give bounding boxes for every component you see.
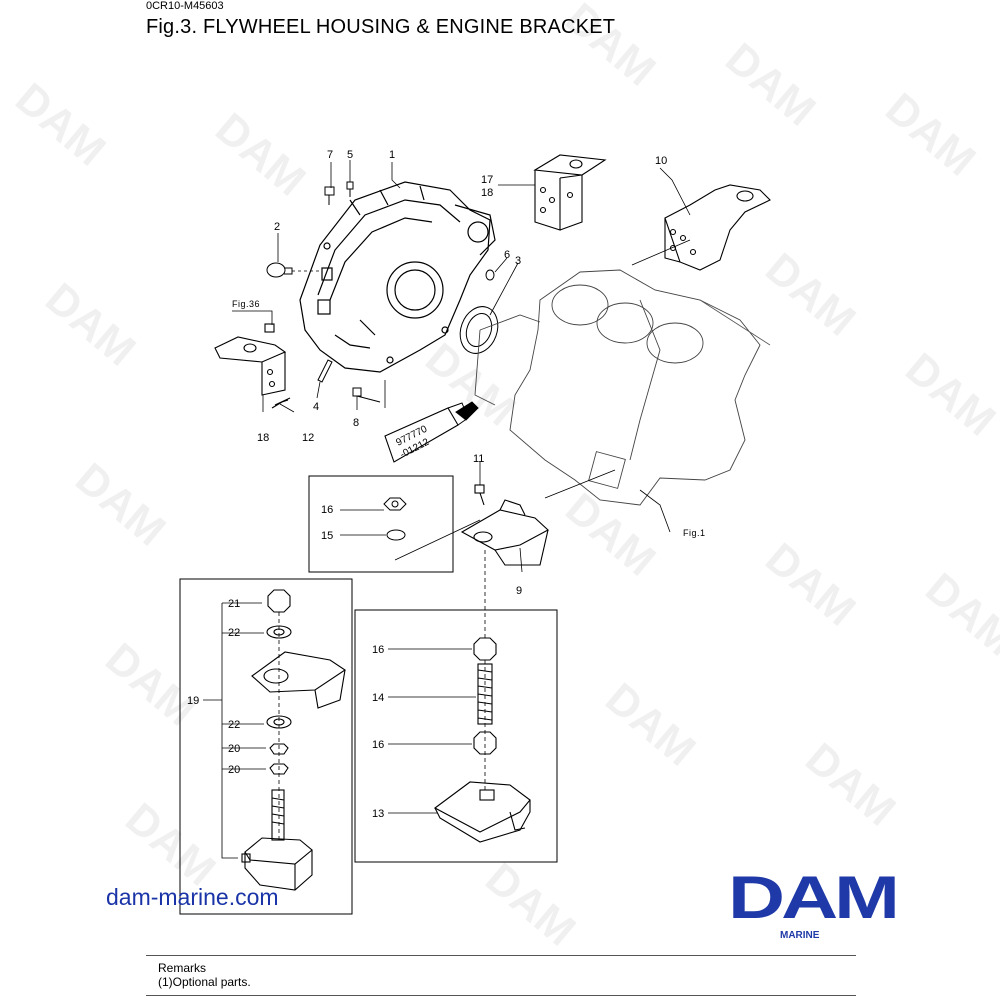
engine-bracket-right xyxy=(664,184,771,271)
callout-19: 19 xyxy=(187,695,199,707)
mount-assembly-parts xyxy=(241,589,346,891)
callout-12: 12 xyxy=(302,432,314,444)
flywheel-housing xyxy=(299,181,496,373)
callout-2: 2 xyxy=(274,221,280,233)
callout-11: 11 xyxy=(473,453,484,465)
logo-text: DAM xyxy=(728,868,896,931)
document-code: 0CR10-M45603 xyxy=(146,0,224,12)
callout-10: 10 xyxy=(655,155,667,167)
dowel-pin xyxy=(317,359,333,383)
remarks-bottom-rule xyxy=(146,995,856,996)
callout-15: 15 xyxy=(321,530,333,542)
callout-20: 20 xyxy=(228,743,240,755)
remarks-note: (1)Optional parts. xyxy=(158,975,251,989)
o-ring xyxy=(485,269,495,281)
callout-16: 16 xyxy=(321,504,333,516)
bolts-top xyxy=(324,181,354,205)
detail-box-nut-washer xyxy=(308,475,454,573)
callout-22b: 22 xyxy=(228,719,240,731)
callout-1: 1 xyxy=(389,149,395,161)
dam-marine-logo: DAM MARINE xyxy=(728,864,899,948)
figure-title: Fig.3. FLYWHEEL HOUSING & ENGINE BRACKET xyxy=(146,16,616,38)
reference-fig1: Fig.1 xyxy=(683,528,706,538)
callout-5: 5 xyxy=(347,149,353,161)
remarks-top-rule xyxy=(146,955,856,956)
callout-18b: 18 xyxy=(257,432,269,444)
callout-4: 4 xyxy=(313,401,319,413)
remarks-block: Remarks (1)Optional parts. xyxy=(158,961,251,989)
callout-18: 18 xyxy=(481,187,493,199)
detail-box-mount-assembly xyxy=(179,578,353,915)
callout-20b: 20 xyxy=(228,764,240,776)
engine-bracket-top xyxy=(533,154,607,231)
callout-16c: 16 xyxy=(372,739,384,751)
callout-8: 8 xyxy=(353,417,359,429)
callout-17: 17 xyxy=(481,174,493,186)
reference-fig36: Fig.36 xyxy=(232,299,260,309)
mount-bracket xyxy=(460,484,549,566)
nut xyxy=(383,497,407,511)
engine-bracket-left xyxy=(214,323,291,409)
callout-9: 9 xyxy=(516,585,522,597)
oil-seal xyxy=(459,306,499,354)
callout-7: 7 xyxy=(327,149,333,161)
engine-block-outline xyxy=(474,269,761,506)
plug xyxy=(266,262,293,278)
callout-13: 13 xyxy=(372,808,384,820)
callout-14: 14 xyxy=(372,692,384,704)
website-link[interactable]: dam-marine.com xyxy=(106,884,279,910)
logo-subtext: MARINE xyxy=(780,930,820,941)
leader-lines xyxy=(203,160,771,859)
callout-6: 6 xyxy=(504,249,510,261)
callout-22: 22 xyxy=(228,627,240,639)
callout-3: 3 xyxy=(515,255,521,267)
callout-21: 21 xyxy=(228,598,240,610)
spring-washer xyxy=(386,529,406,541)
remarks-title: Remarks xyxy=(158,961,207,975)
detail-box-stud-mount xyxy=(354,609,558,863)
callout-16b: 16 xyxy=(372,644,384,656)
sealant-tube: 977770 -01212 xyxy=(384,401,479,463)
stud-mount-parts xyxy=(433,637,531,843)
